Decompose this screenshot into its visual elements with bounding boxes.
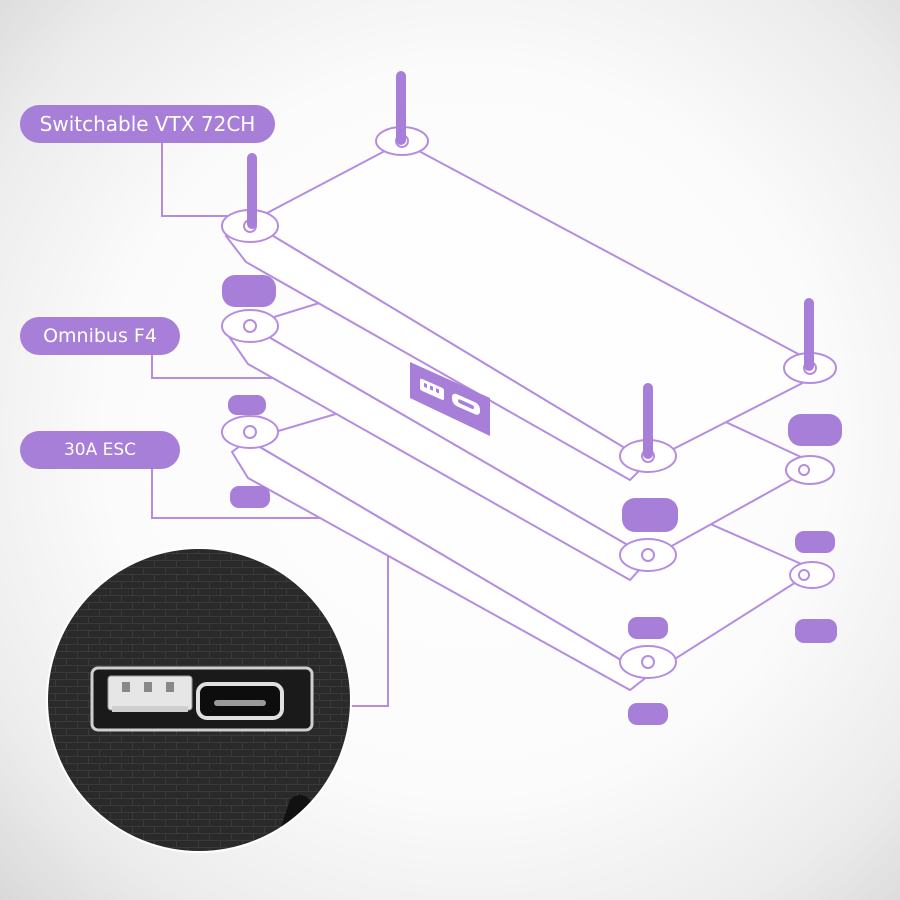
standoffs: [247, 71, 814, 459]
vtx-label-text: Switchable VTX 72CH: [39, 112, 256, 136]
spacer: [628, 617, 668, 639]
leader-line-esc: [151, 450, 360, 519]
micro-usb-icon: [452, 393, 480, 415]
spacer: [222, 275, 276, 307]
spacer: [628, 703, 668, 725]
esc-label-text: 30A ESC: [63, 440, 137, 460]
flight-controller-label-text: Omnibus F4: [43, 325, 157, 347]
board-port-callout: [410, 362, 490, 436]
spacer: [230, 486, 270, 508]
upper-spacers: [222, 275, 842, 532]
spacer: [795, 531, 835, 553]
flight-controller-label: Omnibus F4: [20, 317, 180, 355]
spacer: [622, 498, 678, 532]
lower-spacers: [228, 395, 837, 725]
leader-line-vtx: [161, 124, 236, 217]
jst-connector-icon: [420, 378, 444, 400]
spacer: [795, 619, 837, 643]
vtx-label: Switchable VTX 72CH: [20, 105, 275, 143]
micro-usb-icon: [196, 682, 284, 720]
spacer: [228, 395, 266, 415]
jst-connector-icon: [107, 675, 193, 712]
esc-label: 30A ESC: [20, 431, 180, 469]
spacer: [788, 414, 842, 446]
port-photo-inset: [47, 548, 351, 852]
esc-board-corner: [789, 561, 835, 589]
